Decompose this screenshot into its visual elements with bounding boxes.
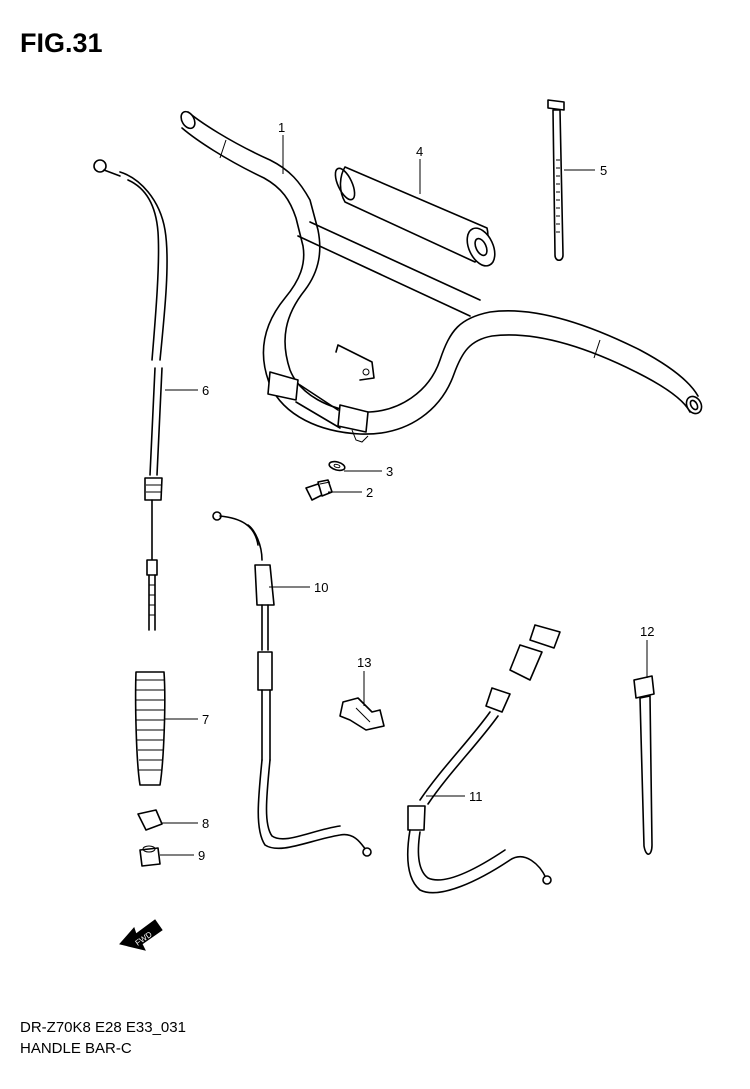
leader-lines [160, 135, 648, 856]
diagram-name: HANDLE BAR-C [20, 1040, 132, 1057]
callout-10: 10 [314, 580, 328, 595]
callout-3: 3 [386, 464, 393, 479]
cable-bushing [139, 845, 161, 867]
cable-clamp [339, 697, 385, 731]
callout-6: 6 [202, 383, 209, 398]
diagram-code: DR-Z70K8 E28 E33_031 [20, 1019, 186, 1036]
callout-2: 2 [366, 485, 373, 500]
fwd-arrow-icon: FWD [119, 919, 163, 951]
callout-labels: 1 2 3 4 5 6 7 8 9 10 11 12 13 [198, 120, 654, 863]
callout-1: 1 [278, 120, 285, 135]
cable-cap [137, 809, 163, 831]
callout-12: 12 [640, 624, 654, 639]
handlebar-pad [334, 166, 496, 267]
strap [547, 99, 565, 262]
figure-title: FIG.31 [20, 28, 103, 58]
brake-boot [134, 671, 166, 786]
cable-tie [633, 675, 655, 855]
callout-9: 9 [198, 848, 205, 863]
choke-cable [406, 624, 561, 894]
callout-5: 5 [600, 163, 607, 178]
callout-4: 4 [416, 144, 423, 159]
callout-7: 7 [202, 712, 209, 727]
washer [328, 460, 346, 472]
handlebar [180, 110, 703, 443]
callout-8: 8 [202, 816, 209, 831]
callout-13: 13 [357, 655, 371, 670]
throttle-cable [212, 511, 372, 857]
callout-11: 11 [469, 789, 483, 804]
bolt [305, 479, 333, 501]
front-brake-cable [93, 159, 168, 631]
